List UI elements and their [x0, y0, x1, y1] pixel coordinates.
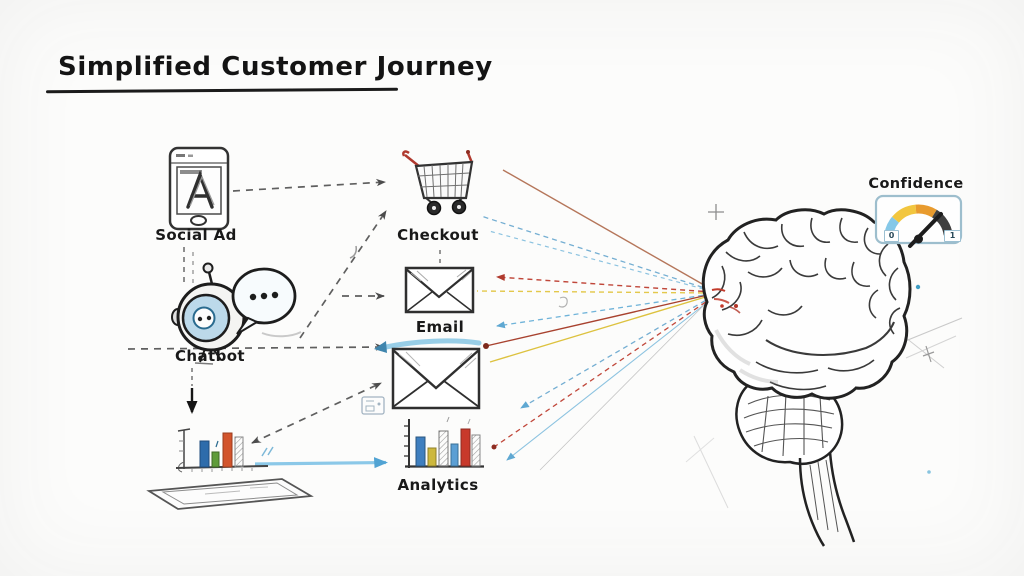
brainstem: [798, 457, 826, 547]
page-title: Simplified Customer Journey: [58, 52, 493, 82]
arrow-chatbot-to-checkout: [299, 210, 387, 339]
label-checkout: Checkout: [397, 226, 479, 244]
shopping-cart-icon: [402, 150, 474, 216]
arrow-minichart-to-analytics-blue: [254, 457, 388, 469]
signal-lines-to-brain: [476, 169, 715, 471]
brain-gyri: [711, 217, 901, 391]
arrow-minichart-envelope-bidir: [251, 382, 382, 444]
mini-bar-chart-icon: [175, 428, 269, 473]
calculator-sketch-icon: [361, 396, 385, 415]
label-confidence: Confidence: [868, 176, 964, 192]
label-analytics: Analytics: [397, 476, 479, 494]
chat-bubble-icon: [231, 267, 302, 338]
label-social-ad: Social Ad: [155, 226, 237, 244]
arrow-to-large-envelope: [127, 343, 385, 351]
social-ad-icon: [168, 146, 230, 231]
tray-sketch-icon: [146, 478, 314, 510]
gauge-min-label: 0: [884, 230, 899, 242]
gauge-max-label: 1: [944, 230, 961, 242]
signal-entry-scribbles: [711, 288, 741, 314]
label-email: Email: [415, 318, 465, 336]
flow-arrows: [127, 178, 441, 444]
analytics-chart-icon: [404, 416, 484, 468]
brain-sketch: [701, 208, 912, 547]
large-envelope-icon: [374, 338, 482, 410]
arrow-social-to-checkout: [232, 178, 386, 192]
email-envelope-icon: [404, 266, 475, 314]
label-chatbot: Chatbot: [175, 347, 245, 365]
